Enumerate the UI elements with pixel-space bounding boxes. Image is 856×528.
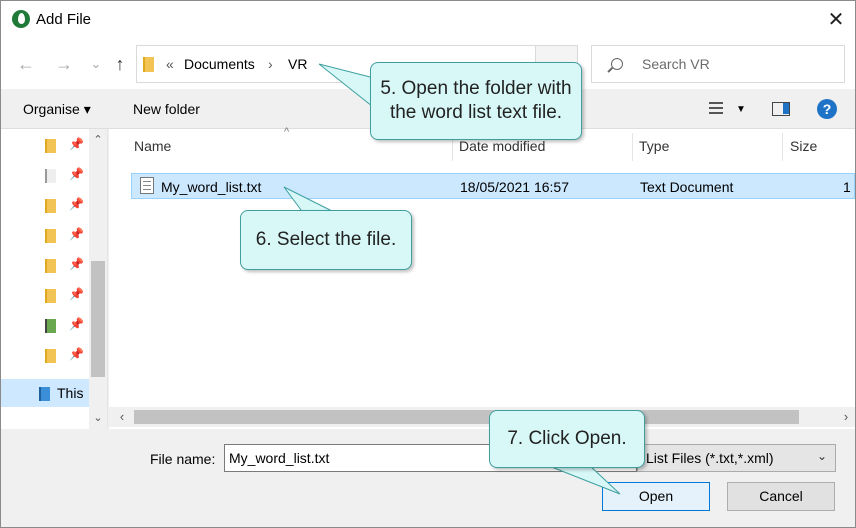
- quick-access-item[interactable]: 📌: [1, 161, 89, 189]
- sidebar-item-this-pc[interactable]: This: [1, 379, 89, 407]
- title-bar: Add File ✕: [1, 1, 855, 39]
- file-type: Text Document: [640, 179, 734, 195]
- scrollbar-thumb[interactable]: [134, 410, 799, 424]
- quick-access-item[interactable]: 📌: [1, 311, 89, 339]
- preview-pane-icon[interactable]: [772, 102, 790, 116]
- column-type[interactable]: Type: [639, 138, 670, 154]
- quick-access-item[interactable]: 📌: [1, 191, 89, 219]
- column-name[interactable]: Name: [134, 138, 172, 154]
- file-type-select[interactable]: List Files (*.txt,*.xml) ⌄: [637, 444, 836, 472]
- column-headers: Name ^ Date modified Type Size: [109, 126, 855, 163]
- search-input[interactable]: Search VR: [591, 45, 845, 83]
- column-divider[interactable]: [782, 133, 783, 161]
- search-icon: [611, 58, 623, 70]
- folder-icon: [45, 229, 56, 243]
- callout-step5: 5. Open the folder with the word list te…: [370, 62, 582, 140]
- up-folder-icon[interactable]: ↑: [115, 54, 125, 74]
- quick-access-item[interactable]: 📌: [1, 221, 89, 249]
- breadcrumb-overflow-icon[interactable]: «: [166, 56, 174, 72]
- pin-icon: 📌: [69, 197, 84, 211]
- computer-icon: [39, 387, 50, 401]
- navigation-scrollbar[interactable]: ⌃ ⌄: [89, 129, 107, 429]
- sort-ascending-icon: ^: [284, 126, 290, 138]
- file-type-value: List Files (*.txt,*.xml): [646, 450, 774, 466]
- breadcrumb-documents[interactable]: Documents: [184, 56, 255, 72]
- file-list: Name ^ Date modified Type Size My_word_l…: [109, 126, 855, 429]
- app-logo-icon: [12, 10, 30, 28]
- file-size: 1: [843, 179, 851, 195]
- column-date-modified[interactable]: Date modified: [459, 138, 546, 154]
- folder-icon: [45, 259, 56, 273]
- close-icon[interactable]: ✕: [827, 9, 845, 31]
- back-icon[interactable]: ←: [17, 54, 35, 74]
- view-options-icon[interactable]: [705, 102, 723, 116]
- column-size[interactable]: Size: [790, 138, 818, 154]
- pin-icon: 📌: [69, 287, 84, 301]
- folder-icon: [45, 349, 56, 363]
- view-options-chevron-icon[interactable]: ▼: [736, 104, 746, 115]
- pin-icon: 📌: [69, 257, 84, 271]
- callout-step7: 7. Click Open.: [489, 410, 645, 468]
- forward-icon[interactable]: →: [55, 54, 73, 74]
- breadcrumb-chevron-icon[interactable]: ›: [268, 56, 273, 72]
- folder-icon: [45, 199, 56, 213]
- quick-access-item[interactable]: 📌: [1, 251, 89, 279]
- quick-access-item[interactable]: 📌: [1, 281, 89, 309]
- scroll-right-icon[interactable]: ›: [843, 409, 849, 424]
- document-icon: [45, 169, 56, 183]
- navigation-pane: 📌 📌 📌 📌 📌 📌 📌 📌 This ⌃ ⌄: [1, 129, 108, 429]
- scroll-down-icon[interactable]: ⌄: [93, 412, 103, 424]
- file-name-label: File name:: [150, 451, 216, 467]
- open-button[interactable]: Open: [602, 482, 710, 511]
- file-date: 18/05/2021 16:57: [460, 179, 569, 195]
- new-folder-button[interactable]: New folder: [133, 101, 200, 117]
- callout-step6: 6. Select the file.: [240, 210, 412, 270]
- navigation-bar: ← → ⌄ ↑ « Documents › VR Search VR: [1, 39, 855, 89]
- horizontal-scrollbar[interactable]: ‹ ›: [109, 407, 855, 427]
- text-file-icon: [140, 177, 154, 194]
- column-divider[interactable]: [452, 133, 453, 161]
- sidebar-item-label: This: [57, 385, 84, 401]
- pin-icon: 📌: [69, 347, 84, 361]
- drive-icon: [45, 319, 56, 333]
- pin-icon: 📌: [69, 137, 84, 151]
- recent-locations-chevron-icon[interactable]: ⌄: [90, 56, 102, 71]
- scrollbar-thumb[interactable]: [91, 261, 105, 377]
- cancel-button[interactable]: Cancel: [727, 482, 835, 511]
- table-row[interactable]: My_word_list.txt 18/05/2021 16:57 Text D…: [131, 173, 855, 199]
- file-name: My_word_list.txt: [161, 179, 262, 195]
- folder-icon: [45, 289, 56, 303]
- pin-icon: 📌: [69, 167, 84, 181]
- folder-icon: [45, 139, 56, 153]
- pin-icon: 📌: [69, 317, 84, 331]
- column-divider[interactable]: [632, 133, 633, 161]
- quick-access-item[interactable]: 📌: [1, 131, 89, 159]
- help-icon[interactable]: ?: [817, 99, 837, 119]
- breadcrumb-vr[interactable]: VR: [288, 56, 308, 72]
- scroll-up-icon[interactable]: ⌃: [93, 134, 103, 146]
- pin-icon: 📌: [69, 227, 84, 241]
- folder-icon: [143, 57, 154, 72]
- quick-access-item[interactable]: 📌: [1, 341, 89, 369]
- organise-button[interactable]: Organise ▾: [23, 101, 91, 117]
- search-placeholder: Search VR: [642, 56, 710, 72]
- scroll-left-icon[interactable]: ‹: [119, 409, 125, 424]
- chevron-down-icon: ⌄: [816, 449, 827, 463]
- window-title: Add File: [36, 11, 92, 28]
- dialog-footer: File name: My_word_list.txt List Files (…: [1, 429, 855, 527]
